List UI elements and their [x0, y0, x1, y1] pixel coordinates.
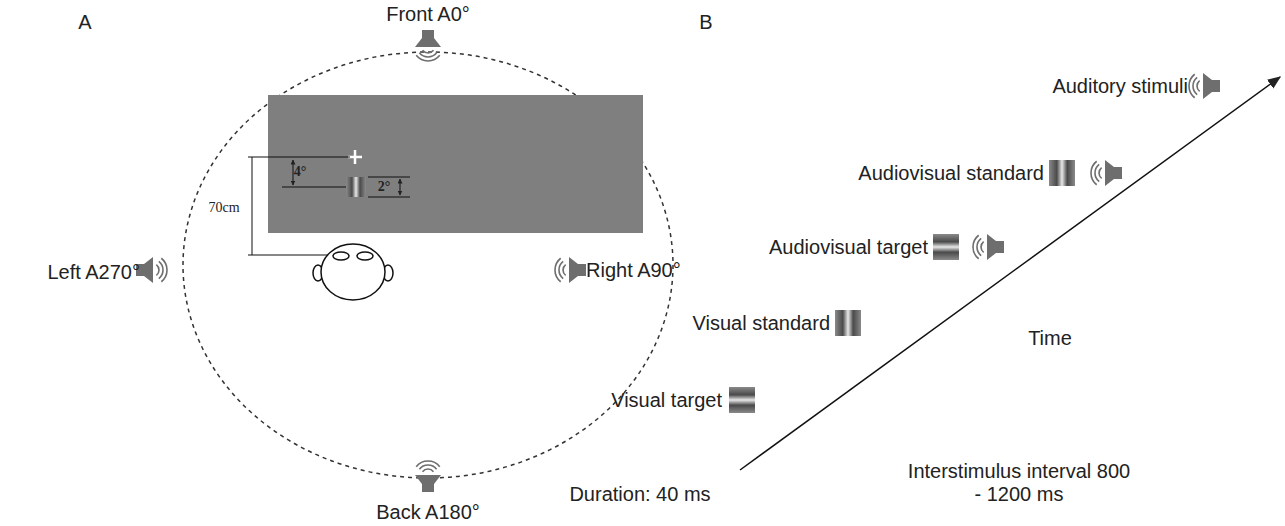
time-arrow	[740, 77, 1280, 470]
speaker-label: Right A90°	[586, 259, 681, 282]
gabor-patch	[1049, 160, 1075, 186]
gabor-patch	[933, 234, 959, 260]
panel-letter: B	[699, 11, 712, 34]
speaker-icon	[1189, 73, 1220, 99]
speaker-icon	[136, 257, 167, 283]
dimension-lines	[248, 157, 410, 255]
distance-label: 70cm	[208, 200, 239, 216]
stimulus-label: Audiovisual standard	[858, 162, 1044, 185]
screen	[268, 95, 643, 233]
stimulus-label: Visual standard	[693, 312, 831, 335]
speaker-label: Left A270°	[47, 261, 140, 284]
axis-label: Time	[1028, 327, 1072, 350]
speaker-icon	[973, 234, 1004, 260]
panel-letter: A	[78, 11, 91, 34]
angle-label: 2°	[378, 179, 391, 195]
timing-label: Interstimulus interval 800 - 1200 ms	[904, 460, 1134, 506]
stimulus-label: Visual target	[611, 389, 722, 412]
speaker-icon	[415, 461, 441, 492]
stimulus-label: Audiovisual target	[769, 236, 928, 259]
angle-label: 4°	[294, 164, 307, 180]
stimulus-label: Auditory stimuli	[1052, 75, 1188, 98]
speaker-label: Front A0°	[386, 3, 470, 26]
speaker-icon	[555, 257, 586, 283]
head	[313, 244, 393, 300]
speaker-icon	[415, 30, 441, 61]
speaker-icon	[1091, 160, 1122, 186]
gabor-patch	[729, 387, 755, 413]
gabor-patch	[346, 177, 366, 197]
gabor-patch	[835, 310, 861, 336]
speaker-label: Back A180°	[376, 501, 480, 524]
timing-label: Duration: 40 ms	[569, 483, 710, 506]
fixation-cross	[348, 150, 362, 164]
